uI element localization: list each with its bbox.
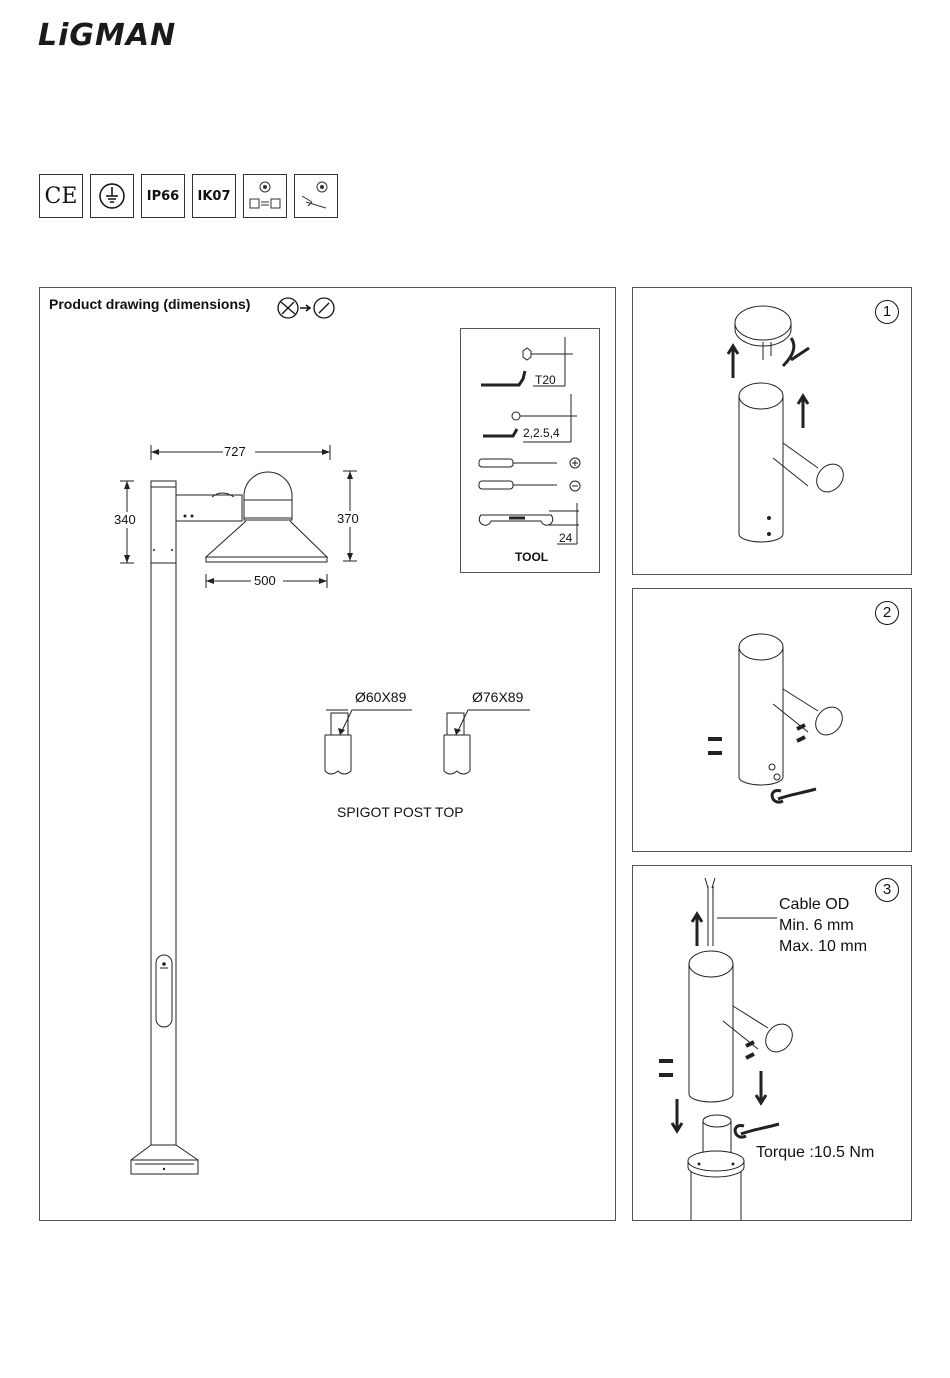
torx-label: T20 xyxy=(535,373,556,387)
wrench-label: 24 xyxy=(559,531,572,545)
spigot-60-label: Ø60X89 xyxy=(355,689,406,705)
install-step-1: 1 xyxy=(632,287,912,575)
install-step-3: 3 Cable OD Min. 6 mm Max. 10 mm Torque :… xyxy=(632,865,912,1221)
tool-drawings xyxy=(461,329,599,572)
step-2-illustration xyxy=(633,589,911,851)
step-number: 3 xyxy=(875,878,899,902)
dim-width-total: 727 xyxy=(224,444,246,459)
step-number: 1 xyxy=(875,300,899,324)
step-3-illustration xyxy=(633,866,911,1220)
step-1-illustration xyxy=(633,288,911,574)
tool-caption: TOOL xyxy=(515,550,548,564)
cable-od-label: Cable OD xyxy=(779,896,849,914)
cable-min-label: Min. 6 mm xyxy=(779,917,854,935)
spigot-76-label: Ø76X89 xyxy=(472,689,523,705)
dim-height-head: 340 xyxy=(114,512,136,527)
torque-label: Torque :10.5 Nm xyxy=(756,1144,874,1162)
hex-key-label: 2,2.5,4 xyxy=(523,426,560,440)
spigot-caption: SPIGOT POST TOP xyxy=(337,804,464,820)
tool-legend: T20 2,2.5,4 24 TOOL xyxy=(460,328,600,573)
step-number: 2 xyxy=(875,601,899,625)
dim-shade-diameter: 500 xyxy=(254,573,276,588)
dim-height-shade: 370 xyxy=(337,511,359,526)
install-step-2: 2 xyxy=(632,588,912,852)
cable-max-label: Max. 10 mm xyxy=(779,938,867,956)
